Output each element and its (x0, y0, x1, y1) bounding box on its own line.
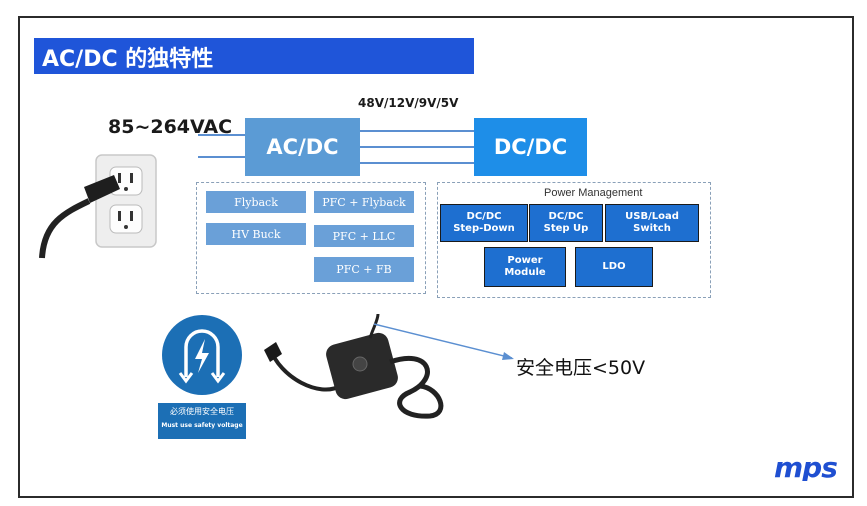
topology-pfc-flyback: PFC + Flyback (314, 191, 414, 213)
pm-ldo: LDO (575, 247, 653, 287)
dcdc-block: DC/DC (474, 118, 587, 176)
pm-dcdc-step-down: DC/DC Step-Down (440, 204, 528, 242)
title-bar: AC/DC 的独特性 (34, 38, 474, 74)
acdc-topology-group (196, 182, 426, 294)
pm-box-line: Module (504, 267, 546, 278)
pm-box-line: Power (507, 255, 543, 266)
warning-en-text: Must use safety voltage (161, 422, 243, 429)
power-management-group (437, 182, 711, 298)
mps-logo: mps (774, 451, 844, 488)
power-outlet-icon (39, 154, 157, 259)
output-voltage-label: 48V/12V/9V/5V (358, 96, 459, 110)
input-line-top (198, 134, 245, 136)
pm-box-line: Step-Down (453, 223, 515, 234)
warning-cn-text: 必须使用安全电压 (170, 407, 234, 416)
warning-caption: 必须使用安全电压 Must use safety voltage (158, 403, 246, 439)
topology-pfc-fb: PFC + FB (314, 257, 414, 282)
output-line-1 (360, 130, 474, 132)
mps-logo-icon: mps (774, 451, 838, 484)
pm-box-line: Step Up (543, 223, 589, 234)
svg-text:mps: mps (774, 453, 837, 481)
arrow-icon (373, 323, 514, 360)
output-line-2 (360, 146, 474, 148)
pm-power-module: Power Module (484, 247, 566, 287)
pm-box-line: LDO (602, 261, 626, 272)
topology-hv-buck: HV Buck (206, 223, 306, 245)
pm-dcdc-step-up: DC/DC Step Up (529, 204, 603, 242)
pm-box-line: DC/DC (466, 211, 502, 222)
slide-title: AC/DC 的独特性 (42, 47, 214, 72)
power-management-title: Power Management (544, 187, 643, 199)
pm-box-line: Switch (633, 223, 671, 234)
safety-warning-sign: 必须使用安全电压 Must use safety voltage (158, 315, 246, 443)
acdc-block: AC/DC (245, 118, 360, 176)
input-line-bottom (198, 156, 245, 158)
topology-pfc-llc: PFC + LLC (314, 225, 414, 247)
warning-circle (162, 315, 242, 395)
pm-box-line: DC/DC (548, 211, 584, 222)
slide: AC/DC 的独特性 85~264VAC 48V/12V/9V/5V AC/DC… (18, 16, 854, 498)
input-voltage-label: 85~264VAC (108, 116, 233, 138)
topology-flyback: Flyback (206, 191, 306, 213)
safety-voltage-text: 安全电压<50V (516, 357, 646, 379)
pm-usb-load-switch: USB/Load Switch (605, 204, 699, 242)
high-voltage-icon (178, 329, 226, 384)
pm-box-line: USB/Load (625, 211, 679, 222)
charger-adapter-icon (264, 313, 444, 419)
output-line-3 (360, 162, 474, 164)
